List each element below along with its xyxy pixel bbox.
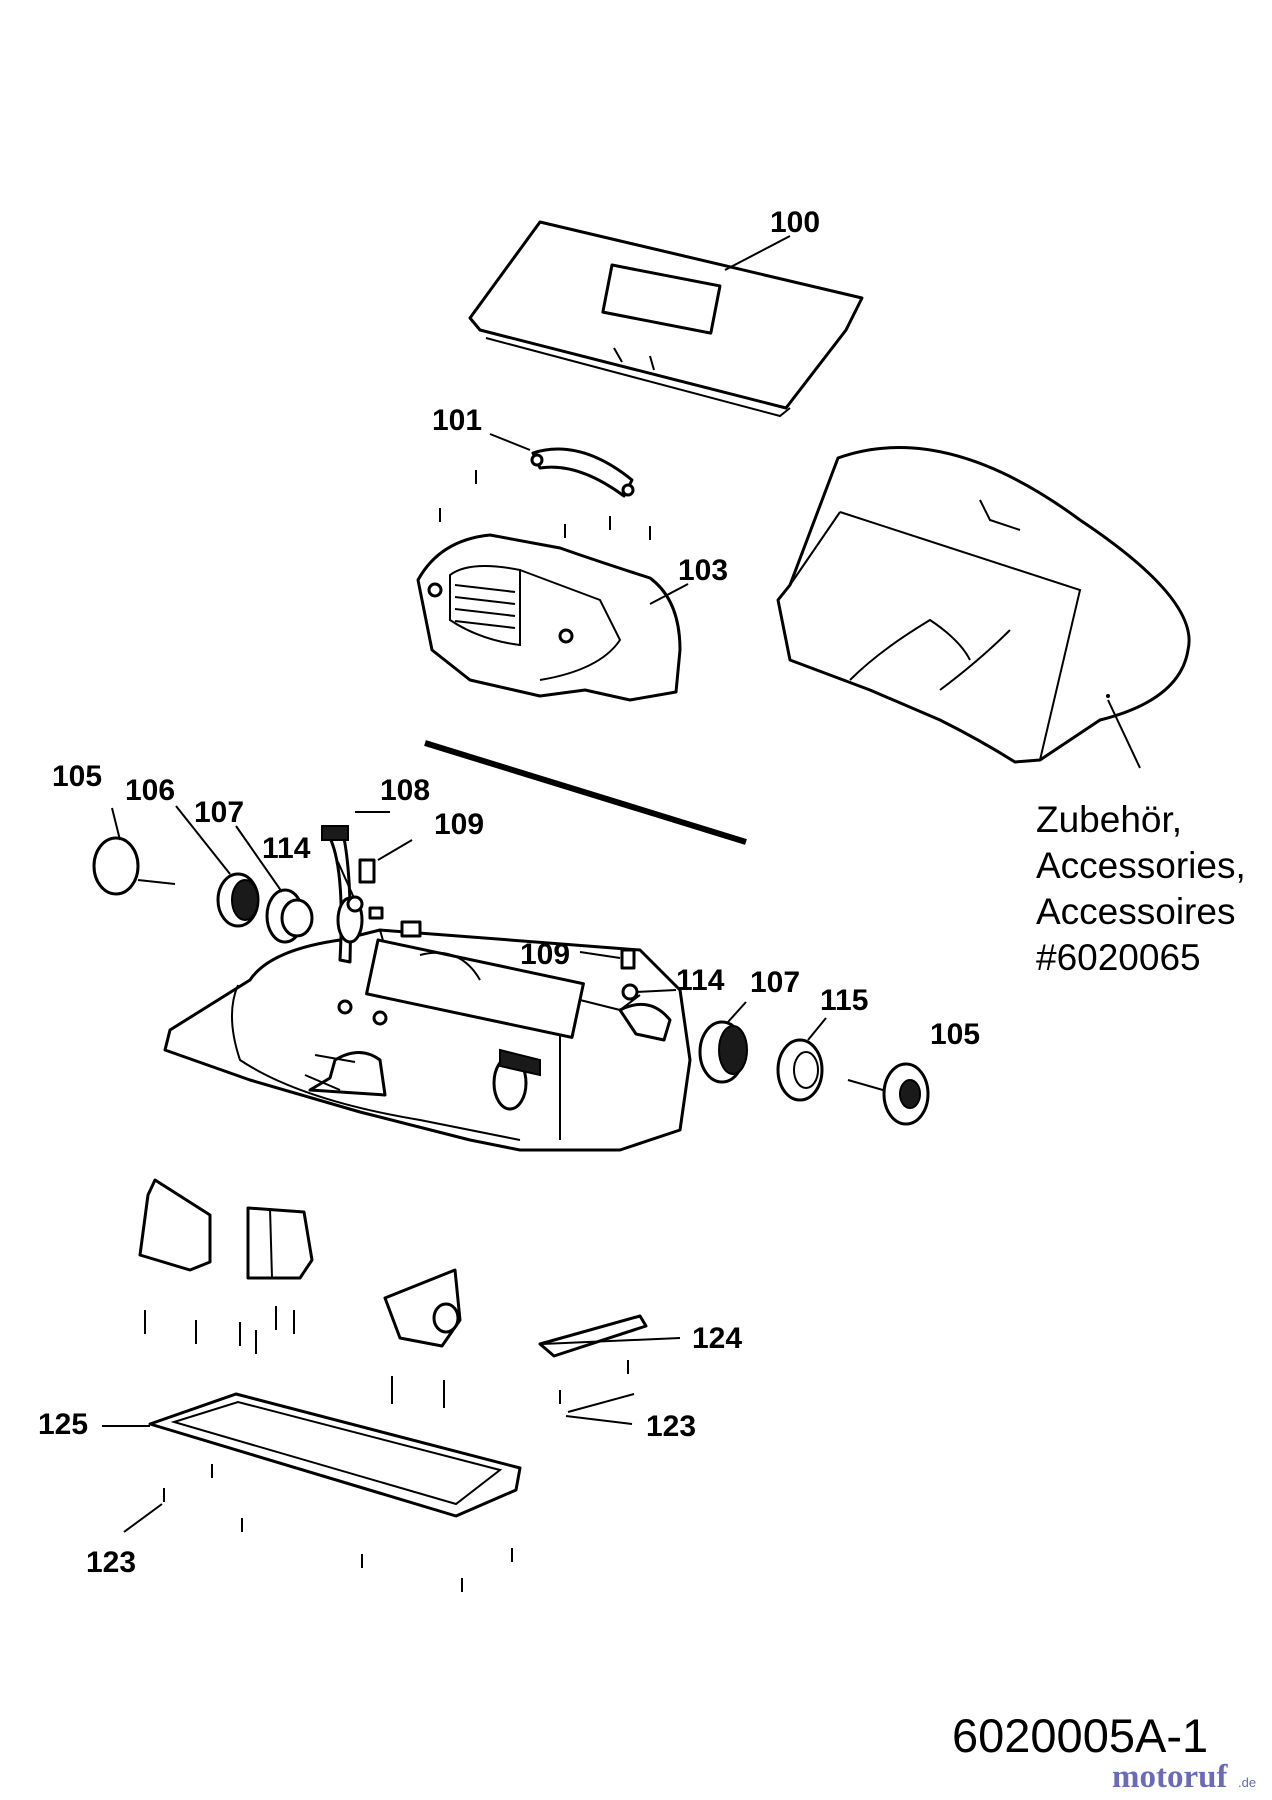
part-125-plate — [148, 1392, 522, 1518]
accessories-line-2: Accessories, — [1036, 845, 1246, 886]
screws-lower — [144, 1306, 629, 1592]
label-107-left: 107 — [194, 796, 244, 829]
part-114-nut-right — [621, 983, 639, 1001]
diagram-code: 6020005A-1 — [952, 1709, 1208, 1762]
part-114-nut-left — [346, 895, 422, 938]
label-107-right: 107 — [750, 966, 800, 999]
lower-brackets — [138, 1178, 648, 1358]
accessories-line-3: Accessoires — [1036, 891, 1235, 932]
label-101: 101 — [432, 404, 482, 437]
part-108-spring-lever — [321, 825, 364, 964]
part-101-bracket — [530, 447, 635, 498]
part-107-gear-right — [698, 1020, 748, 1084]
part-106-gear-left — [216, 872, 260, 928]
main-housing — [163, 928, 692, 1152]
label-109-right: 109 — [520, 938, 570, 971]
label-105-left: 105 — [52, 760, 102, 793]
label-123-right: 123 — [646, 1410, 696, 1443]
motoruf-logo-suffix: .de — [1238, 1775, 1256, 1790]
part-109-clip-right — [620, 948, 636, 970]
label-123-left: 123 — [86, 1546, 136, 1579]
label-125: 125 — [38, 1408, 88, 1441]
part-107-bushing-left — [265, 888, 314, 944]
label-124: 124 — [692, 1322, 742, 1355]
label-108: 108 — [380, 774, 430, 807]
leader-lines — [102, 235, 1141, 1533]
part-109-clip-left — [358, 858, 376, 884]
label-105-right: 105 — [930, 1018, 980, 1051]
accessories-part-number: #6020065 — [1036, 937, 1201, 978]
label-103: 103 — [678, 554, 728, 587]
accessories-line-1: Zubehör, — [1036, 799, 1182, 840]
axle-rod — [424, 740, 747, 845]
label-114-left: 114 — [262, 832, 311, 865]
screws-upper — [439, 470, 651, 540]
part-100-lid — [468, 220, 864, 418]
accessory-basket — [776, 446, 1191, 764]
label-106: 106 — [125, 774, 175, 807]
label-109-left: 109 — [434, 808, 484, 841]
label-114-right: 114 — [676, 964, 725, 997]
part-105-wheel-left — [92, 836, 176, 896]
part-105-wheel-right — [847, 1062, 930, 1126]
label-115: 115 — [820, 984, 868, 1017]
label-100: 100 — [770, 206, 820, 239]
part-103-motor-cover — [416, 533, 682, 702]
part-115-hub — [776, 1038, 824, 1102]
motoruf-logo[interactable]: motoruf — [1112, 1759, 1228, 1795]
